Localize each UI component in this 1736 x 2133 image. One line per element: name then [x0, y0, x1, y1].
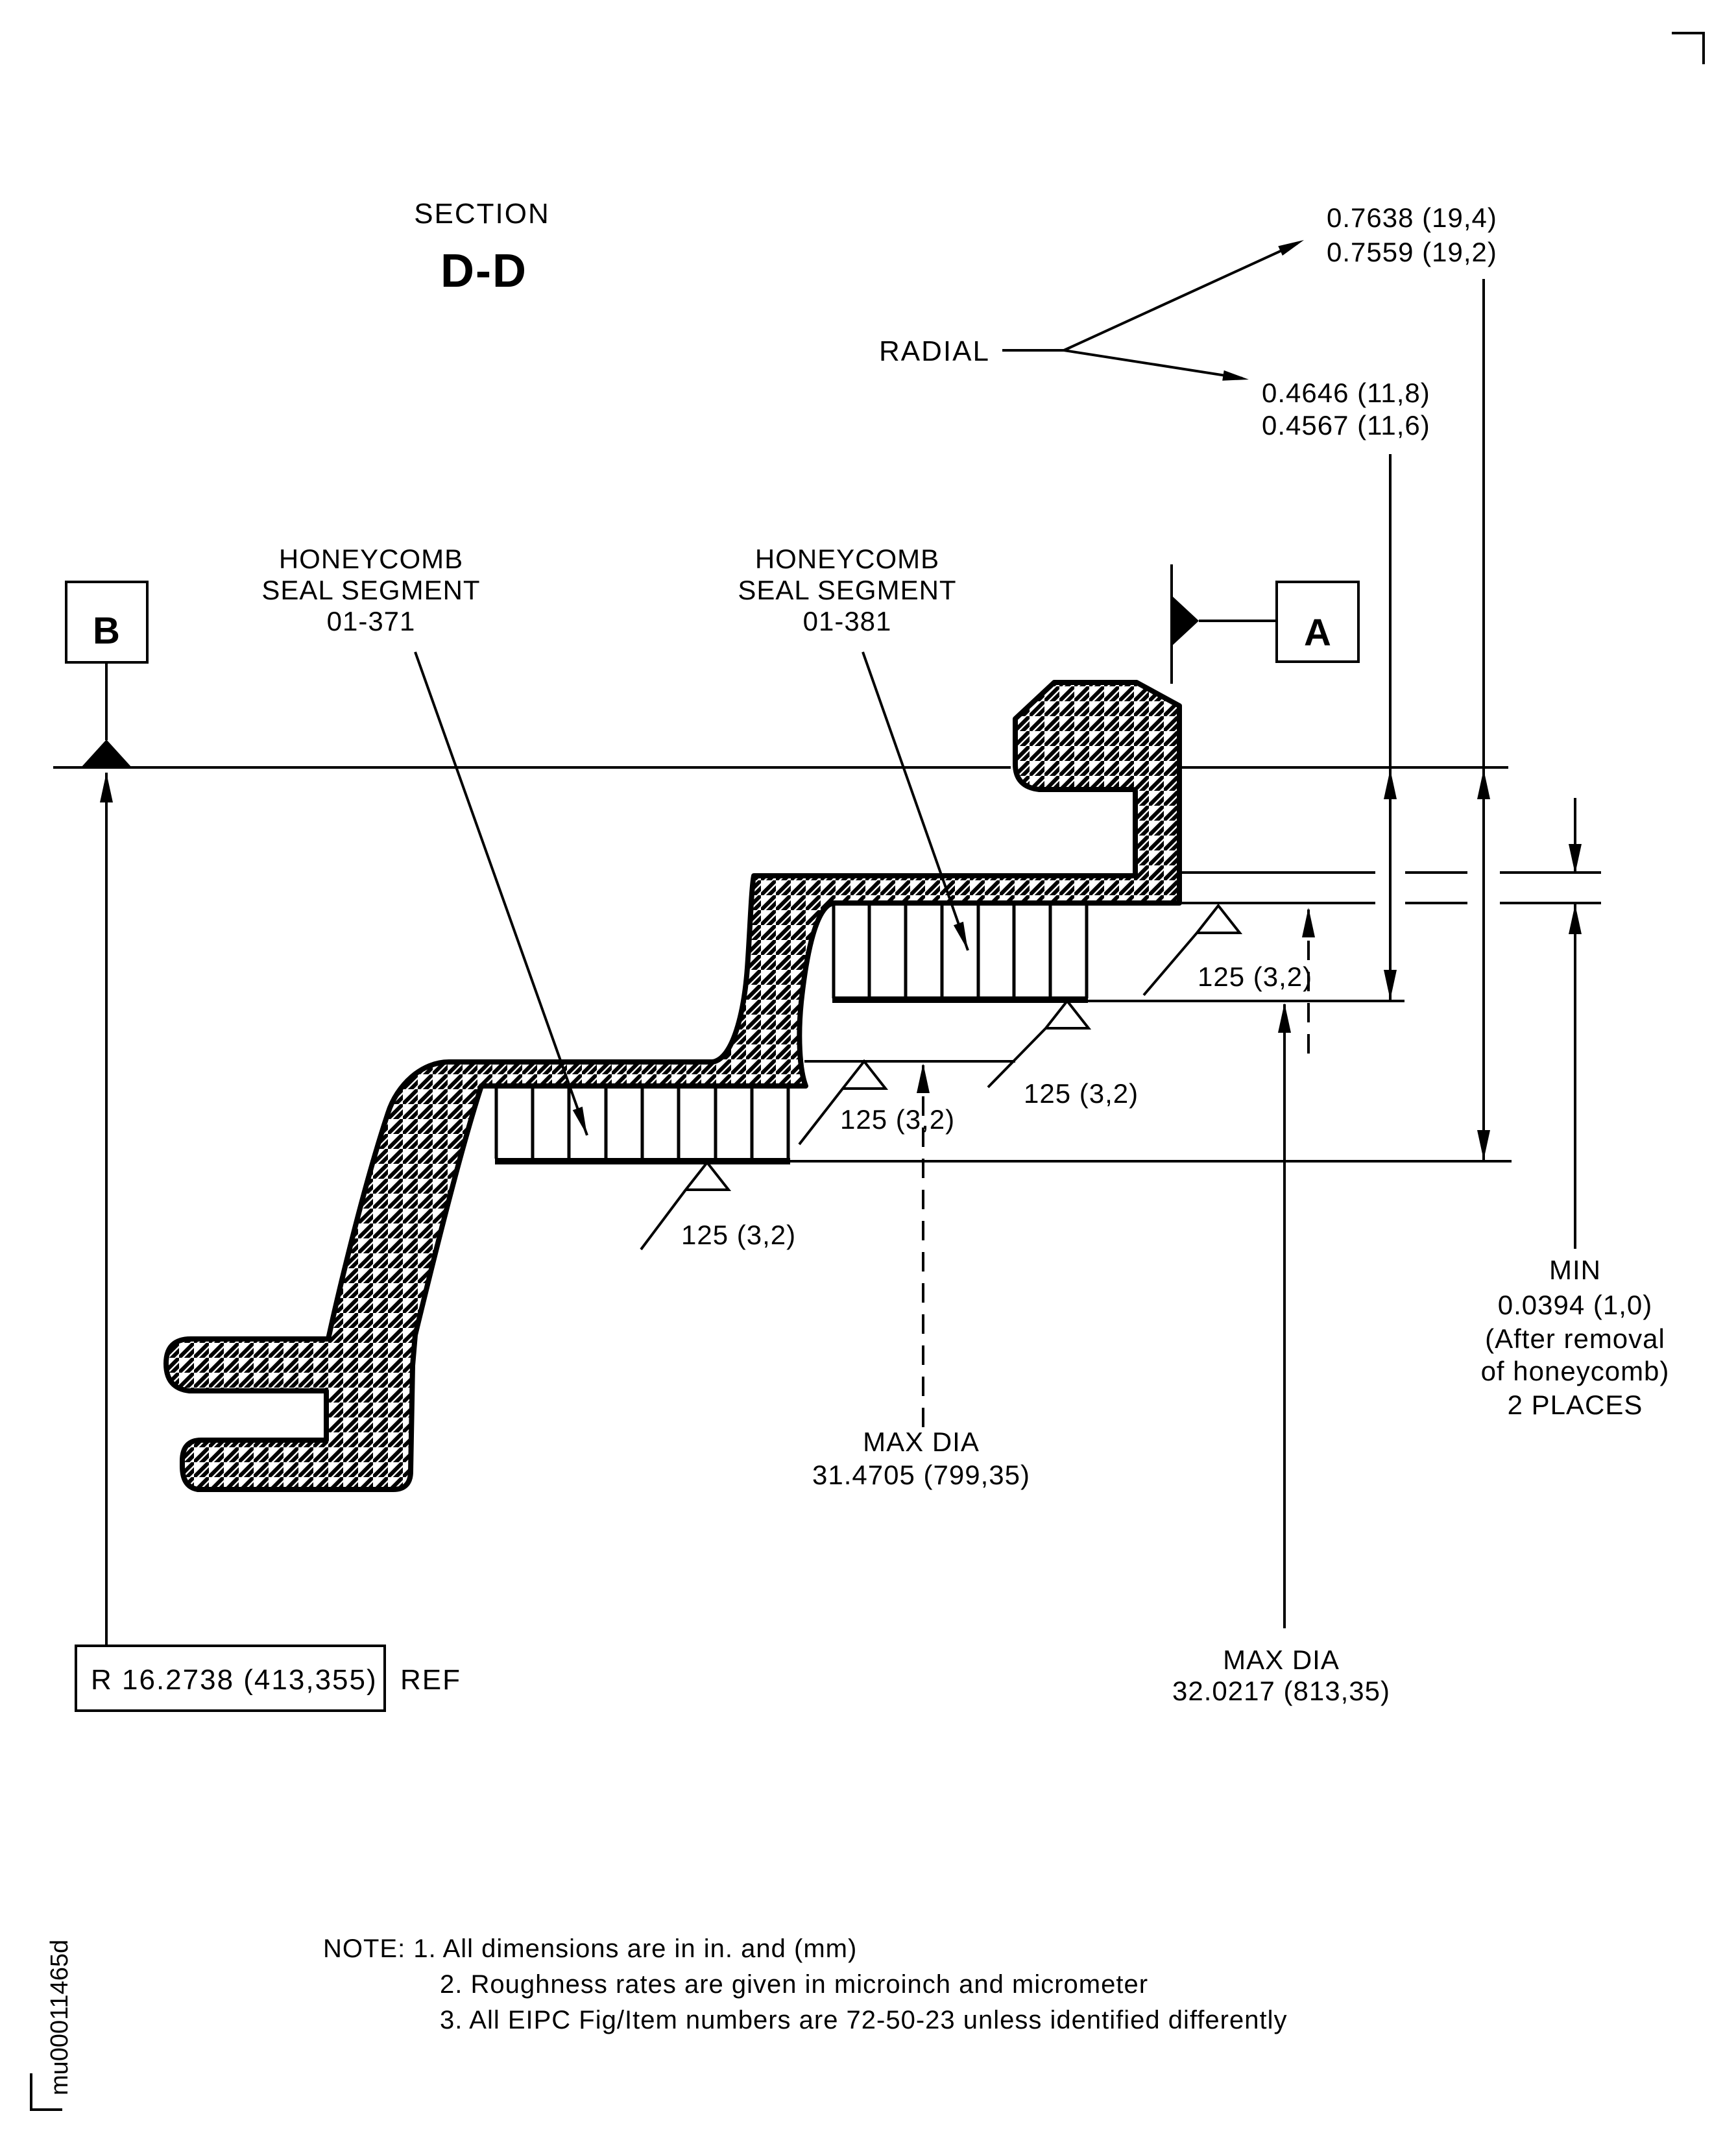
- radius-ref-value: R 16.2738 (413,355): [91, 1664, 378, 1696]
- datum-b-label: B: [93, 610, 120, 652]
- datum-a-label: A: [1304, 612, 1331, 654]
- radial-dimension-lines: [1384, 279, 1490, 1161]
- max-dia-inner-leader: [917, 1063, 930, 1427]
- roughness-symbol-4: [640, 1160, 732, 1251]
- extension-lines: [790, 871, 1601, 1163]
- part-cross-section: [163, 680, 1182, 1492]
- datum-b-triangle-icon: [80, 740, 132, 768]
- roughness-symbol-2: [987, 998, 1092, 1089]
- honeycomb-texture-lower: [494, 1089, 790, 1164]
- corner-mark-top-right: [1672, 32, 1705, 64]
- seal1-line3: 01-371: [327, 606, 416, 636]
- honeycomb-texture-upper: [832, 906, 1089, 1003]
- max-dia-outer-line1: MAX DIA: [1223, 1645, 1340, 1675]
- radial-label: RADIAL: [879, 335, 990, 367]
- seal2-line2: SEAL SEGMENT: [738, 575, 956, 605]
- roughness-value-1: 125 (3,2): [1198, 961, 1312, 992]
- radius-ref-box: [75, 1645, 386, 1712]
- corner-mark-bottom-left: [30, 2073, 62, 2111]
- section-label: SECTION: [414, 198, 550, 230]
- roughness-value-2: 125 (3,2): [1024, 1078, 1139, 1109]
- datum-a-box: [1275, 581, 1360, 663]
- radial-value-3: 0.4646 (11,8): [1262, 378, 1430, 408]
- radial-value-2: 0.7559 (19,2): [1327, 237, 1497, 267]
- datum-a-marker: A: [1170, 564, 1360, 684]
- seal1-line1: HONEYCOMB: [279, 544, 463, 574]
- datum-b-box: [65, 581, 149, 664]
- max-dia-inner-line1: MAX DIA: [863, 1427, 980, 1457]
- seal2-leader: [862, 651, 969, 951]
- datum-a-triangle-icon: [1172, 596, 1199, 646]
- radial-value-1: 0.7638 (19,4): [1327, 202, 1497, 233]
- min-line2: 0.0394 (1,0): [1498, 1290, 1653, 1320]
- max-dia-outer-leader: [1278, 908, 1315, 1628]
- seal2-line1: HONEYCOMB: [755, 544, 939, 574]
- seal1-line2: SEAL SEGMENT: [261, 575, 480, 605]
- min-line5: 2 PLACES: [1508, 1390, 1643, 1420]
- seal2-line3: 01-381: [803, 606, 892, 636]
- roughness-value-4: 125 (3,2): [681, 1220, 796, 1250]
- radial-value-4: 0.4567 (11,6): [1262, 410, 1430, 440]
- part-outline: [163, 680, 1182, 1492]
- min-line4: of honeycomb): [1481, 1356, 1670, 1386]
- note-line2: 2. Roughness rates are given in microinc…: [440, 1970, 1148, 1999]
- min-line1: MIN: [1549, 1255, 1601, 1285]
- radius-ref-callout: R 16.2738 (413,355) REF: [75, 1645, 461, 1712]
- document-id: mu00011465d: [46, 1940, 73, 2095]
- radius-ref-suffix: REF: [400, 1664, 461, 1696]
- section-name: D-D: [440, 245, 527, 297]
- roughness-symbol-1: [1142, 903, 1243, 996]
- max-dia-outer-line2: 32.0217 (813,35): [1172, 1676, 1390, 1706]
- seal1-leader: [414, 651, 588, 1136]
- datum-b-marker: B: [65, 581, 149, 768]
- note-line3: 3. All EIPC Fig/Item numbers are 72-50-2…: [440, 2006, 1287, 2034]
- radial-leader: [1002, 240, 1304, 381]
- notes-block: NOTE: 1. All dimensions are in in. and (…: [323, 1934, 1287, 2034]
- min-dimension-line: [1569, 798, 1582, 1249]
- max-dia-inner-line2: 31.4705 (799,35): [812, 1460, 1030, 1490]
- roughness-symbol-3: [798, 1059, 889, 1146]
- note-line1: NOTE: 1. All dimensions are in in. and (…: [323, 1934, 857, 1963]
- radius-ref-leader: [100, 773, 113, 1646]
- min-line3: (After removal: [1485, 1323, 1665, 1354]
- roughness-value-3: 125 (3,2): [840, 1104, 955, 1135]
